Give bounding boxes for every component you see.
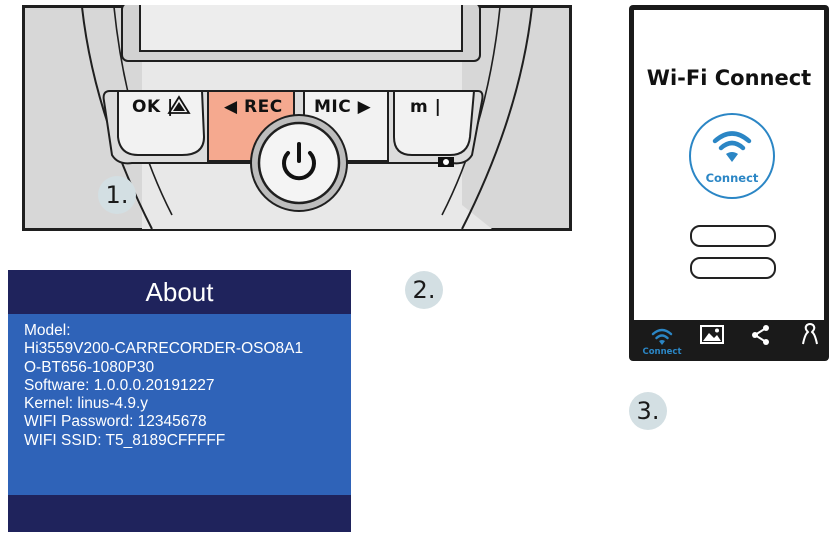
- share-icon: [752, 325, 769, 345]
- tab-share[interactable]: [746, 320, 776, 361]
- dashcam-illustration: [22, 2, 572, 231]
- wifi-connect-title: Wi-Fi Connect: [646, 66, 812, 90]
- about-footer-bar: [8, 495, 351, 532]
- step-2-badge: 2.: [405, 271, 443, 309]
- gallery-icon: [700, 325, 724, 344]
- m-button-shape[interactable]: [393, 90, 476, 156]
- step-1-badge: 1.: [98, 176, 136, 214]
- ok-button-label: OK |: [132, 97, 174, 117]
- wifi-icon: [651, 328, 673, 345]
- step-3-badge: 3.: [629, 392, 667, 430]
- power-icon: [282, 142, 316, 181]
- tab-user[interactable]: [795, 320, 825, 361]
- option-pill-2[interactable]: [690, 257, 776, 279]
- ok-button-shape[interactable]: [117, 90, 206, 156]
- about-line: WIFI SSID: T5_8189CFFFFF: [24, 431, 226, 449]
- warning-triangle-icon: [167, 95, 191, 114]
- rec-button-label: ◀ REC: [224, 97, 283, 117]
- mic-button-label: MIC ▶: [314, 97, 372, 117]
- about-line: Model:: [24, 322, 71, 339]
- about-line: O-BT656-1080P30: [24, 358, 155, 376]
- m-button-label: m |: [410, 97, 442, 117]
- camera-icon: [438, 157, 454, 167]
- about-line: Hi3559V200-CARRECORDER-OSO8A1: [24, 340, 304, 358]
- tab-gallery[interactable]: [697, 320, 727, 361]
- phone-tab-bar: Connect: [629, 320, 829, 361]
- about-info: Model: Hi3559V200-CARRECORDER-OSO8A1 O-B…: [24, 322, 347, 450]
- dashcam-panel: OK | ◀ REC MIC ▶ m | 1.: [22, 2, 572, 231]
- about-screen: About Model: Hi3559V200-CARRECORDER-OSO8…: [8, 270, 351, 532]
- about-title: About: [8, 270, 351, 314]
- connect-button[interactable]: Connect: [689, 113, 775, 199]
- user-icon: [802, 323, 818, 345]
- about-line: Kernel: linus-4.9.y: [24, 395, 149, 413]
- option-pill-1[interactable]: [690, 225, 776, 247]
- tab-connect[interactable]: Connect: [637, 320, 687, 361]
- tab-connect-label: Connect: [642, 347, 682, 357]
- phone-app: Wi-Fi Connect Connect Connect: [629, 5, 829, 361]
- connect-button-label: Connect: [705, 171, 759, 185]
- phone-screen: Wi-Fi Connect Connect: [634, 10, 824, 320]
- about-line: Software: 1.0.0.0.20191227: [24, 376, 215, 394]
- wifi-icon: [712, 131, 752, 162]
- about-line: WIFI Password: 12345678: [24, 413, 207, 431]
